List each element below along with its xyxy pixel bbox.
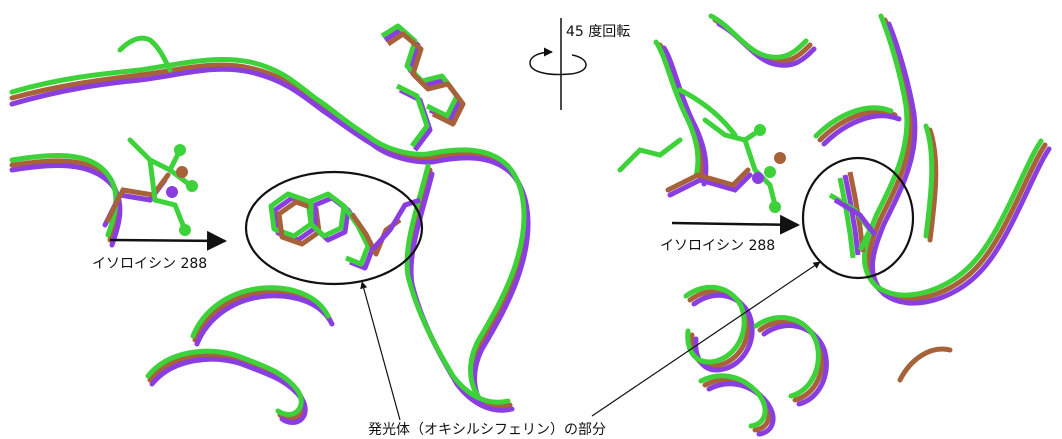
emitter-annotation: 発光体（オキシルシフェリン）の部分 <box>360 261 821 438</box>
left-isoleucine-sticks <box>102 137 193 233</box>
left-atom-green-2 <box>186 180 198 192</box>
left-atom-brown <box>176 166 188 178</box>
left-atom-green-1 <box>174 144 186 156</box>
right-atom-purple <box>752 172 764 184</box>
right-isoleucine-label: イソロイシン 288 <box>660 238 775 254</box>
left-structure-view: イソロイシン 288 <box>9 23 531 425</box>
emitter-pointer-left <box>360 281 401 421</box>
right-structure-view: イソロイシン 288 <box>617 13 1052 437</box>
emitter-pointer-right <box>591 261 821 417</box>
emitter-label: 発光体（オキシルシフェリン）の部分 <box>368 422 606 438</box>
right-atom-brown <box>774 152 786 164</box>
right-emitter-ellipse <box>801 156 915 280</box>
right-atom-green-2 <box>769 201 781 213</box>
left-emitter-sticks <box>268 191 421 271</box>
left-atom-green-3 <box>179 224 191 236</box>
left-atom-purple <box>166 186 178 198</box>
left-backbone-green <box>9 35 527 417</box>
rotation-arrow-icon <box>529 47 587 76</box>
left-emitter-ellipse <box>244 170 424 286</box>
right-isoleucine-arrow <box>671 214 800 235</box>
right-isoleucine-sticks <box>617 117 778 208</box>
right-atom-green-3 <box>764 166 776 178</box>
right-backbone-green <box>653 13 1044 429</box>
left-trp-sticks <box>380 23 466 152</box>
rotation-indicator: 45 度回転 <box>529 18 630 110</box>
rotation-label: 45 度回転 <box>566 24 630 40</box>
right-emitter-sticks <box>828 171 877 259</box>
left-isoleucine-label: イソロイシン 288 <box>92 256 207 272</box>
left-isoleucine-arrow <box>109 230 227 251</box>
right-atom-green-1 <box>754 124 766 136</box>
